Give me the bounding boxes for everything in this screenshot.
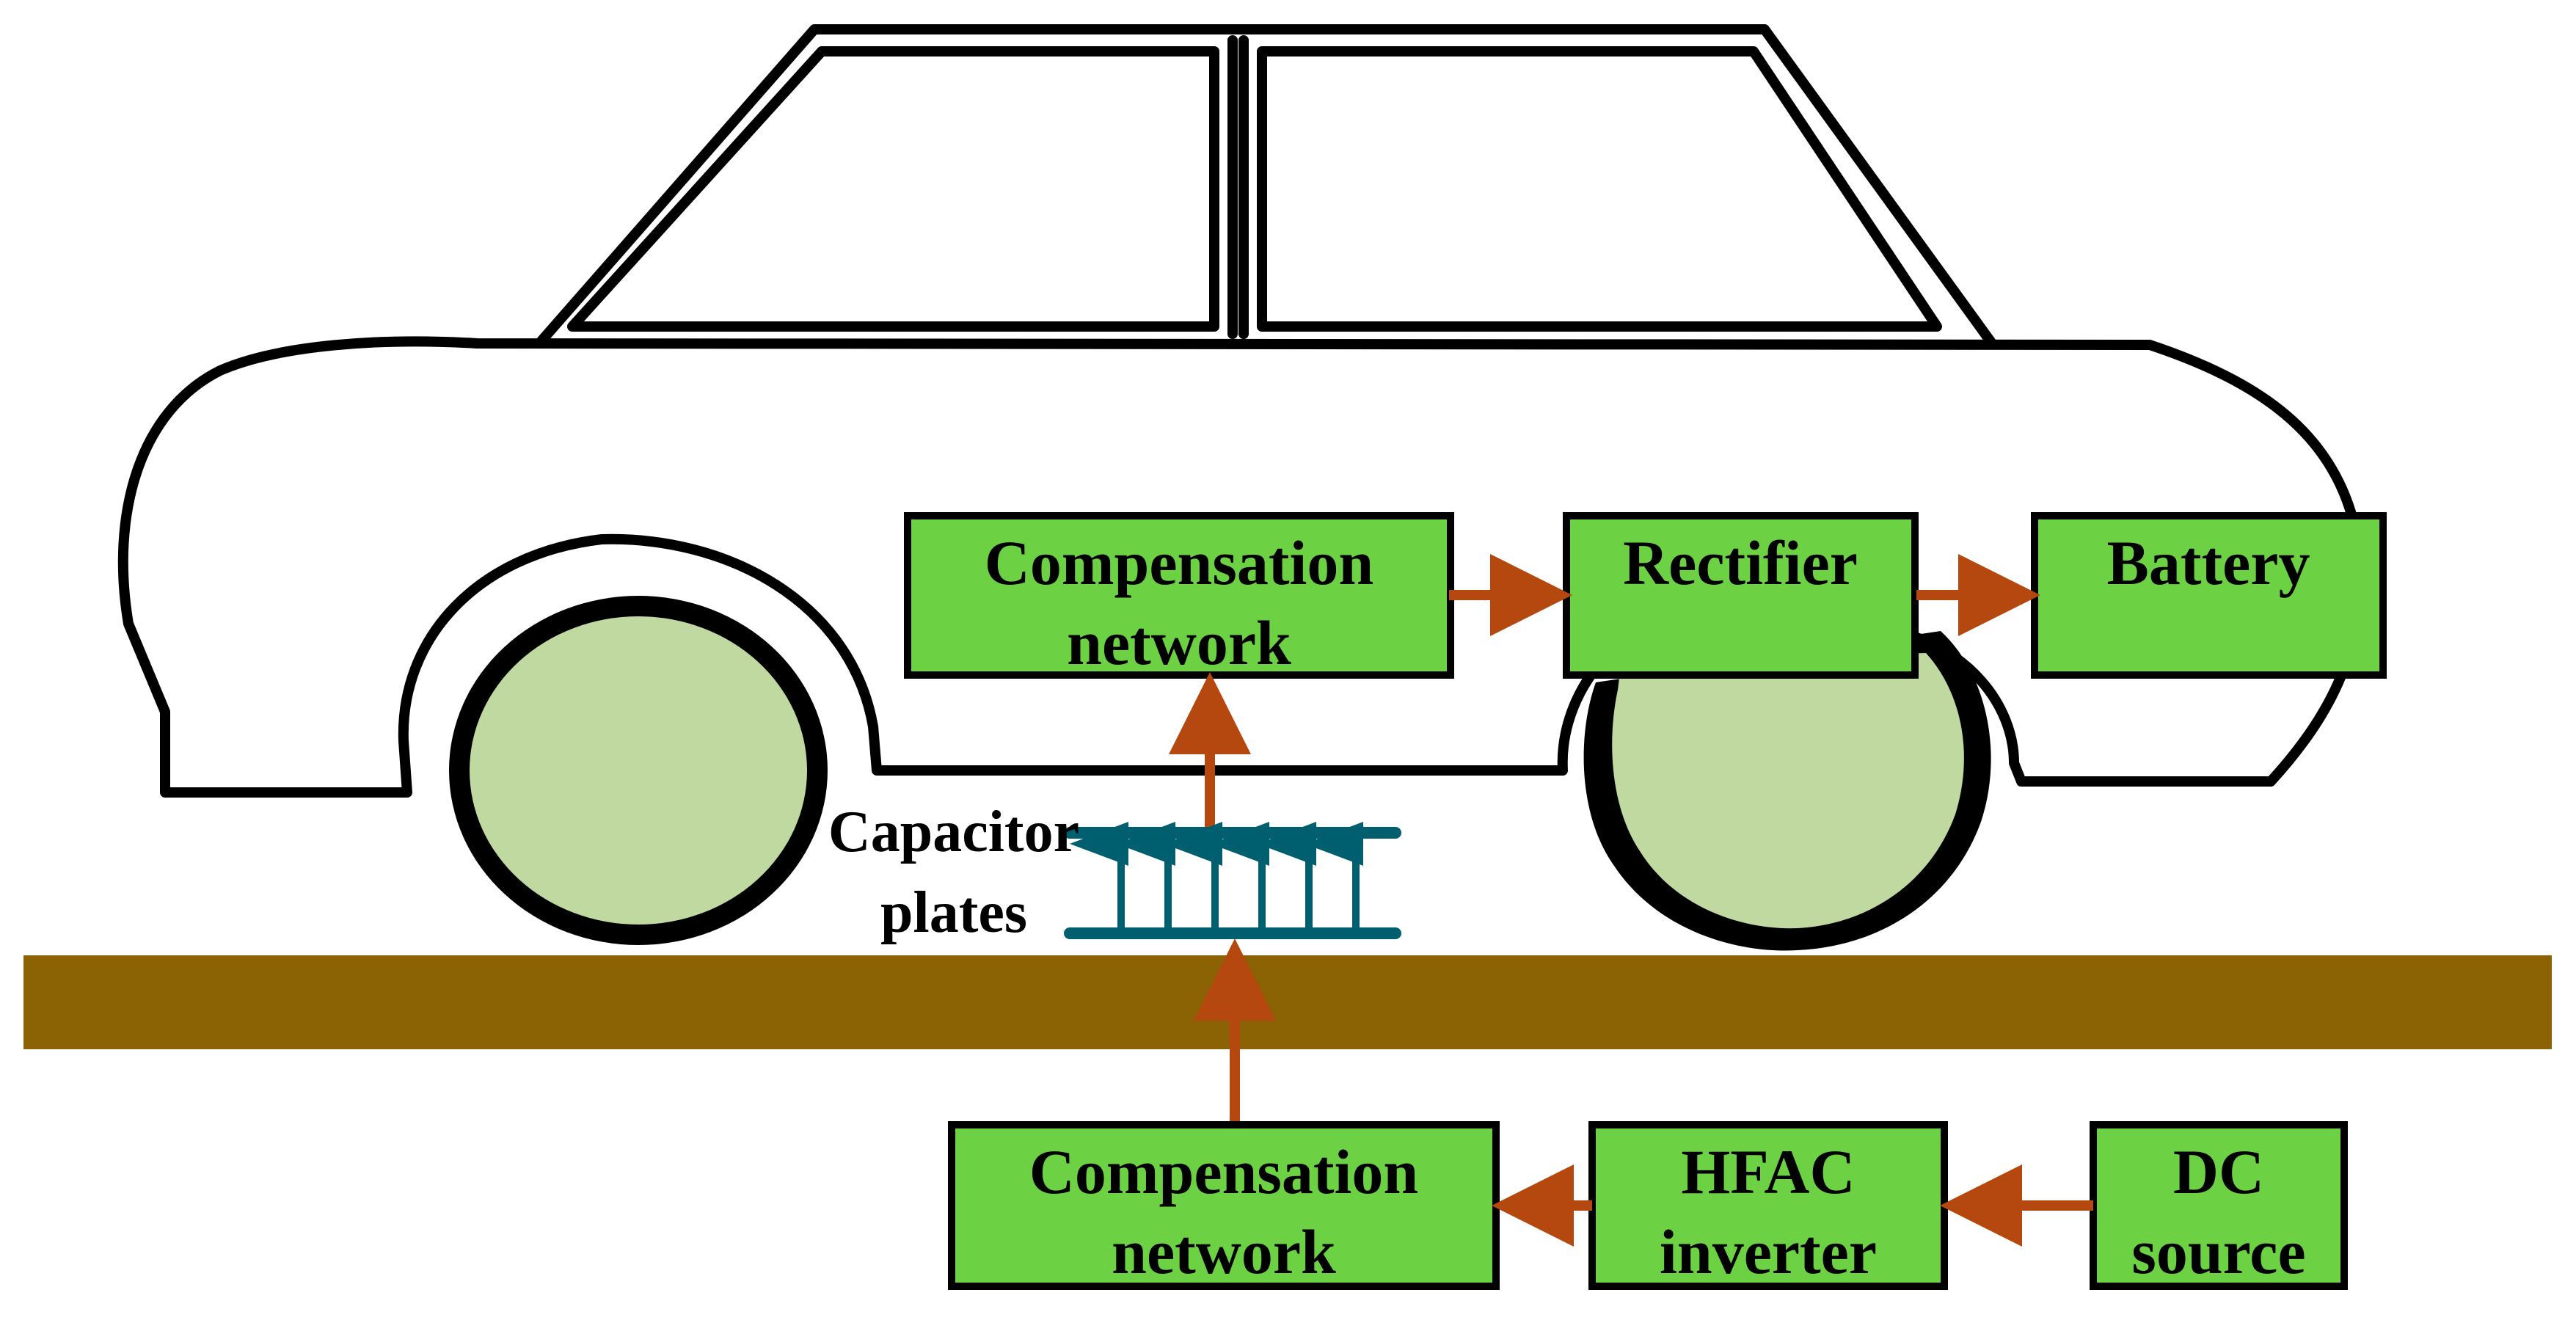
capacitor-label-1: Capacitor: [828, 800, 1079, 864]
ground-compensation-label-1: Compensation: [1029, 1137, 1418, 1207]
dc-source-label-1: DC: [2173, 1137, 2264, 1207]
capacitor-label-2: plates: [880, 880, 1027, 945]
rear-wheel: [449, 596, 828, 945]
ground-compensation-label-2: network: [1112, 1217, 1336, 1287]
dc-source-box: DC source: [2090, 1121, 2348, 1290]
rectifier-label: Rectifier: [1623, 528, 1858, 598]
hfac-label-1: HFAC: [1681, 1137, 1855, 1207]
vehicle-compensation-network-box: Compensation network: [904, 512, 1454, 679]
dc-source-label-2: source: [2131, 1217, 2305, 1287]
battery-box: Battery: [2031, 512, 2387, 679]
car-cabin: [534, 24, 1997, 349]
hfac-label-2: inverter: [1660, 1217, 1877, 1287]
ground: [23, 955, 2552, 1049]
battery-label: Battery: [2107, 528, 2310, 598]
capacitor-plates: [1064, 822, 1401, 939]
rear-window: [567, 46, 1219, 332]
ground-compensation-network-box: Compensation network: [948, 1121, 1500, 1290]
hfac-inverter-box: HFAC inverter: [1588, 1121, 1948, 1290]
front-window: [1257, 46, 1942, 332]
vehicle-compensation-label-2: network: [1067, 608, 1291, 678]
rectifier-box: Rectifier: [1563, 512, 1919, 679]
front-wheel: [1583, 631, 1991, 951]
vehicle-compensation-label-1: Compensation: [985, 528, 1373, 598]
